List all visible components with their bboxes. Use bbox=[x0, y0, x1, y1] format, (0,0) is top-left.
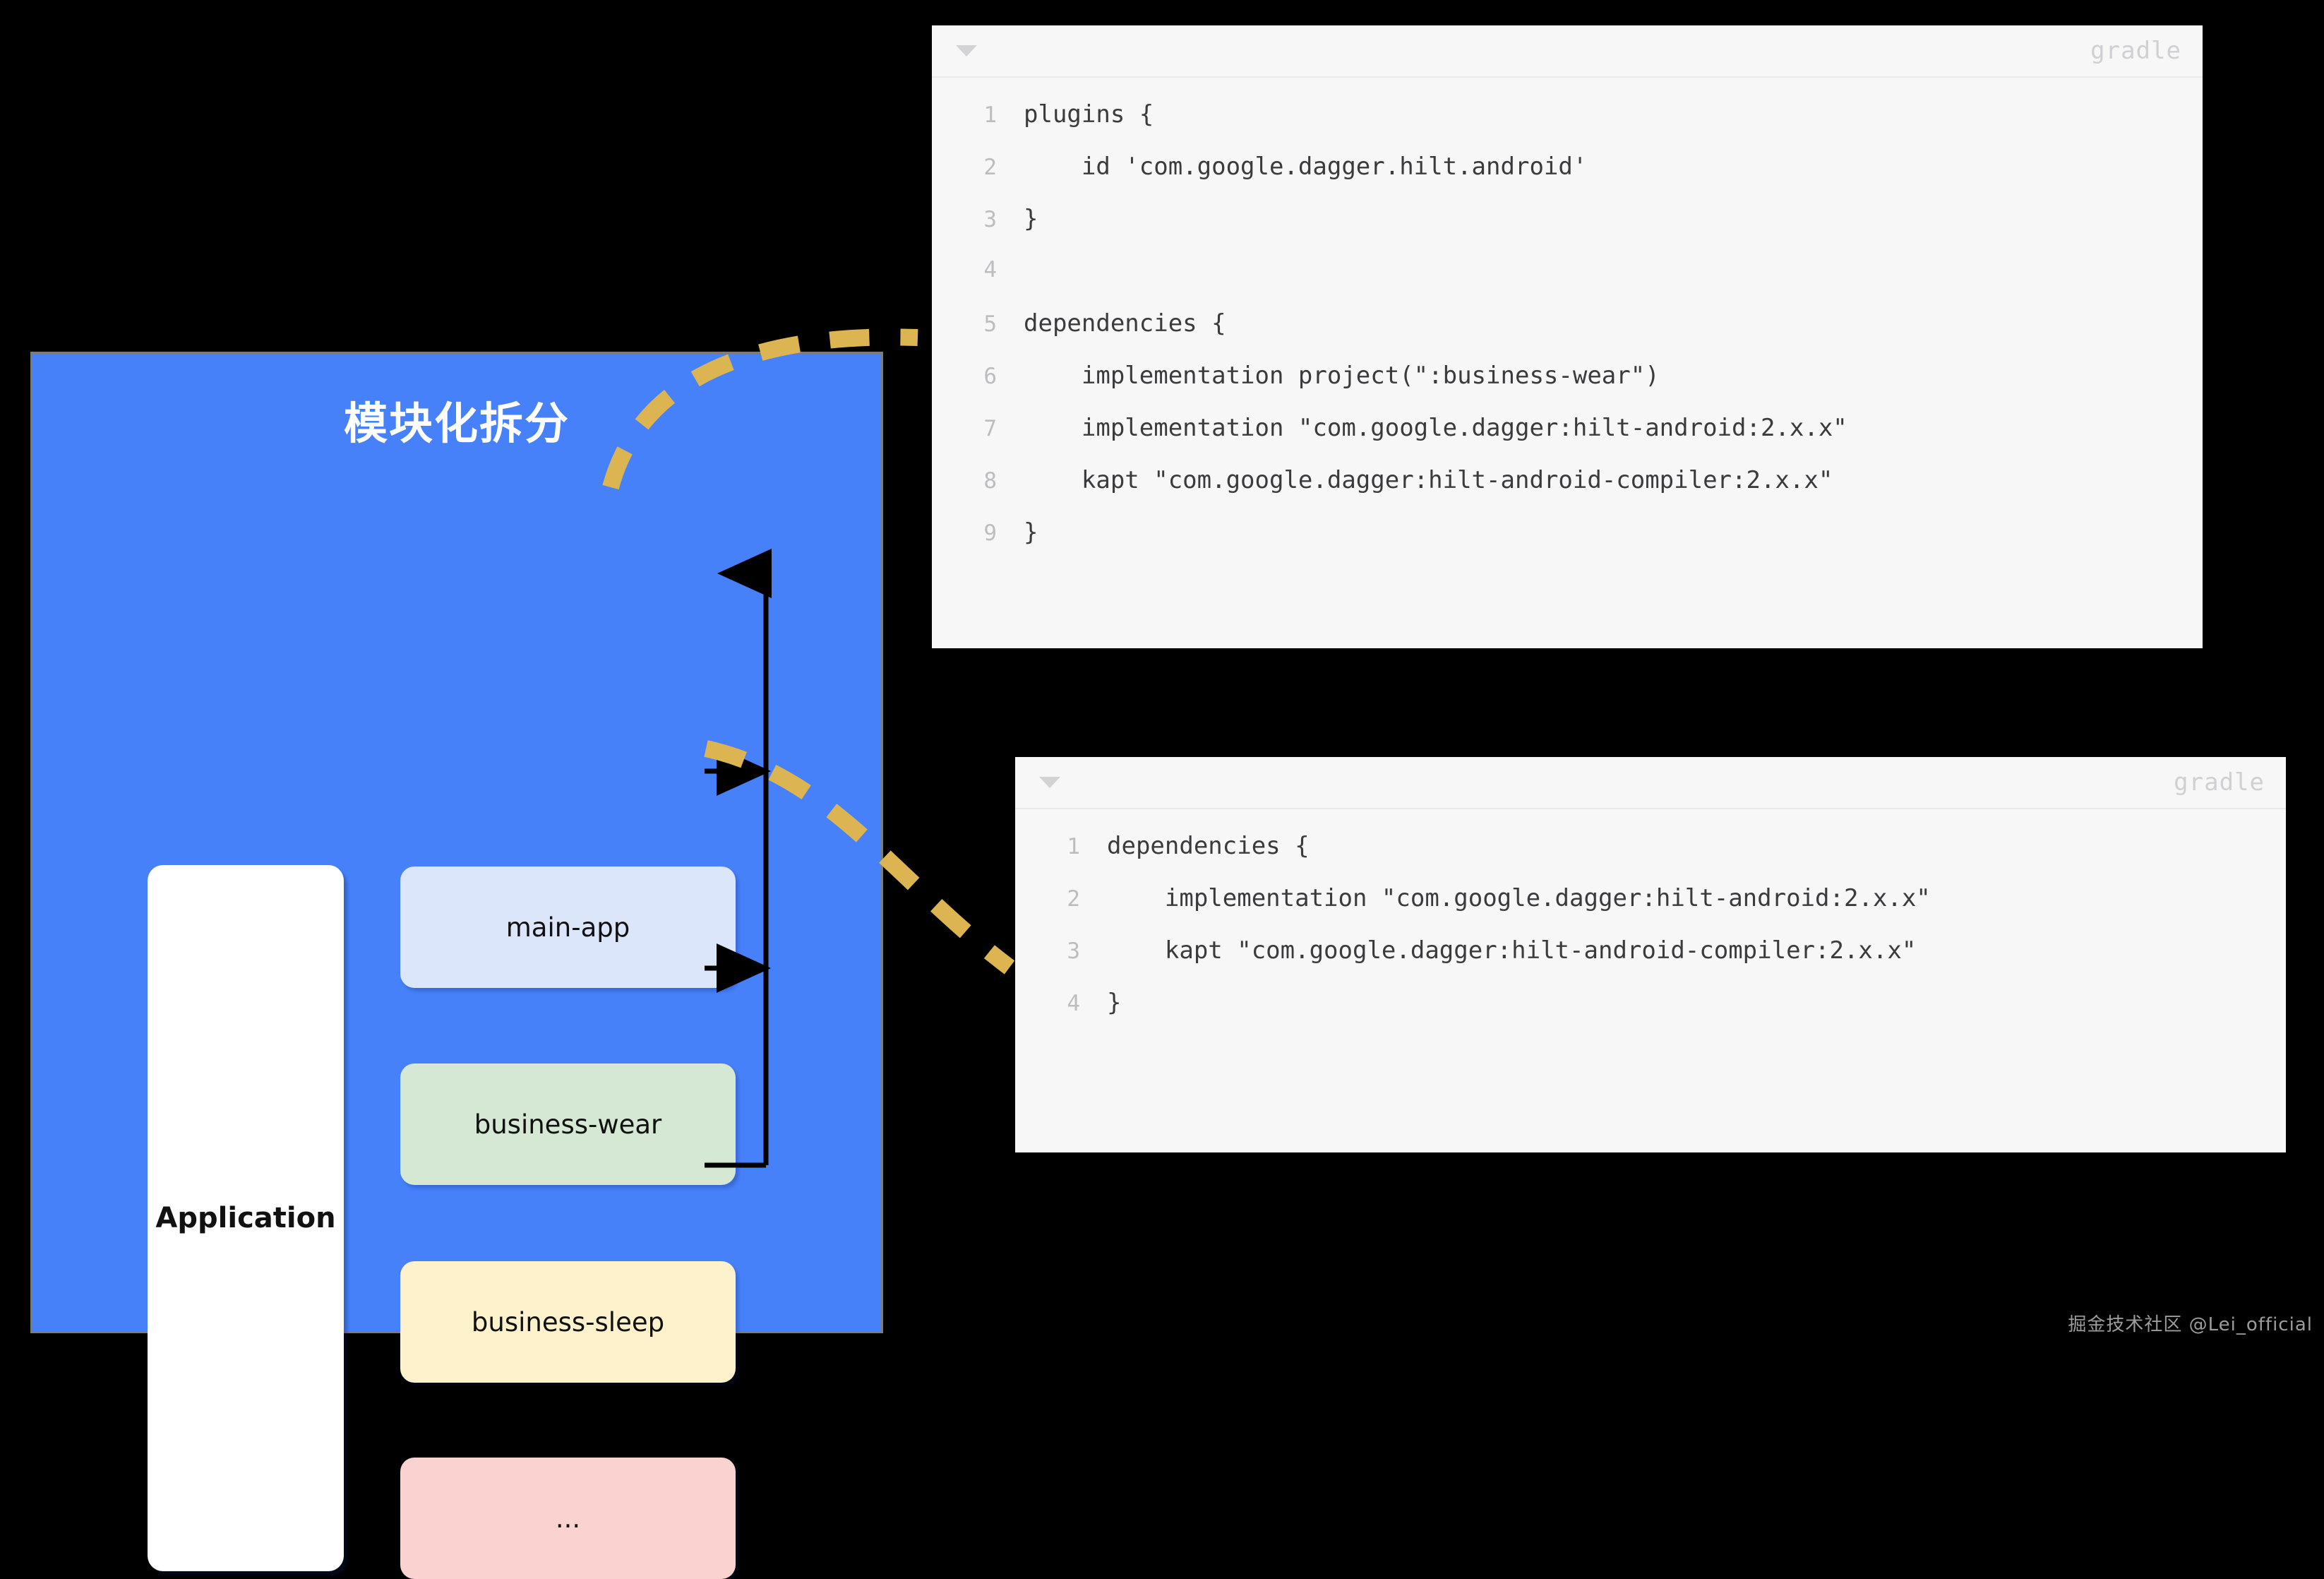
line-number: 7 bbox=[983, 416, 997, 441]
line-number: 8 bbox=[983, 468, 997, 494]
module-box-business-wear: business-wear bbox=[400, 1063, 736, 1185]
line-number: 2 bbox=[983, 155, 997, 180]
line-source: dependencies { bbox=[1107, 832, 1310, 860]
module-label: business-sleep bbox=[471, 1306, 665, 1337]
module-box-more: ... bbox=[400, 1458, 736, 1579]
module-label: ... bbox=[555, 1503, 581, 1534]
module-box-main-app: main-app bbox=[400, 866, 736, 988]
line-number: 2 bbox=[1067, 886, 1080, 912]
code-line: 4 } bbox=[1015, 989, 2286, 1041]
code-panel-surface: gradle 1 dependencies { 2 implementation… bbox=[1015, 757, 2286, 1152]
line-number: 1 bbox=[1067, 834, 1080, 859]
code-line: 2 implementation "com.google.dagger:hilt… bbox=[1015, 884, 2286, 936]
code-line: 1 dependencies { bbox=[1015, 832, 2286, 884]
module-label: main-app bbox=[505, 912, 630, 943]
code-line: 1 plugins { bbox=[932, 100, 2203, 153]
line-source: kapt "com.google.dagger:hilt-android-com… bbox=[1107, 936, 1917, 965]
line-source: id 'com.google.dagger.hilt.android' bbox=[1024, 153, 1588, 181]
triangle-down-icon[interactable] bbox=[1039, 777, 1060, 788]
code-panel-surface: gradle 1 plugins { 2 id 'com.google.dagg… bbox=[932, 25, 2203, 648]
line-source: implementation "com.google.dagger:hilt-a… bbox=[1107, 884, 1931, 912]
line-source: implementation "com.google.dagger:hilt-a… bbox=[1024, 414, 1847, 442]
code-line: 3 kapt "com.google.dagger:hilt-android-c… bbox=[1015, 936, 2286, 989]
line-source: kapt "com.google.dagger:hilt-android-com… bbox=[1024, 466, 1833, 494]
line-source: implementation project(":business-wear") bbox=[1024, 362, 1660, 390]
code-panel-header: gradle bbox=[1015, 757, 2286, 809]
line-number: 5 bbox=[983, 311, 997, 337]
modularization-diagram-panel: 模块化拆分 Application main-app business-wear… bbox=[30, 352, 883, 1579]
code-panel-header: gradle bbox=[932, 25, 2203, 78]
code-panel-gradle-main-app: gradle 1 plugins { 2 id 'com.google.dagg… bbox=[932, 25, 2203, 648]
line-number: 4 bbox=[983, 257, 997, 282]
code-line: 7 implementation "com.google.dagger:hilt… bbox=[932, 414, 2203, 466]
diagram-title: 模块化拆分 bbox=[343, 398, 570, 449]
code-body[interactable]: 1 dependencies { 2 implementation "com.g… bbox=[1015, 809, 2286, 1061]
module-label: business-wear bbox=[474, 1109, 662, 1140]
application-box: Application bbox=[148, 865, 344, 1571]
line-source: dependencies { bbox=[1024, 309, 1226, 338]
watermark: 掘金技术社区 @Lei_official bbox=[2068, 1314, 2313, 1335]
application-box-label: Application bbox=[155, 1202, 336, 1234]
code-body[interactable]: 1 plugins { 2 id 'com.google.dagger.hilt… bbox=[932, 78, 2203, 590]
module-box-business-sleep: business-sleep bbox=[400, 1261, 736, 1383]
line-number: 3 bbox=[1067, 939, 1080, 964]
triangle-down-icon[interactable] bbox=[956, 45, 977, 56]
line-number: 4 bbox=[1067, 991, 1080, 1016]
code-line: 8 kapt "com.google.dagger:hilt-android-c… bbox=[932, 466, 2203, 518]
line-number: 1 bbox=[983, 102, 997, 128]
code-line: 5 dependencies { bbox=[932, 309, 2203, 362]
line-source: } bbox=[1024, 205, 1038, 233]
code-line: 3 } bbox=[932, 205, 2203, 257]
code-panel-gradle-business-wear: gradle 1 dependencies { 2 implementation… bbox=[1015, 757, 2286, 1152]
line-source: } bbox=[1107, 989, 1122, 1017]
code-language-label: gradle bbox=[2090, 37, 2181, 65]
code-line: 6 implementation project(":business-wear… bbox=[932, 362, 2203, 414]
line-number: 6 bbox=[983, 364, 997, 389]
code-line: 4 bbox=[932, 257, 2203, 309]
code-line: 2 id 'com.google.dagger.hilt.android' bbox=[932, 153, 2203, 205]
line-source: plugins { bbox=[1024, 100, 1154, 129]
code-line: 9 } bbox=[932, 518, 2203, 571]
line-number: 3 bbox=[983, 207, 997, 232]
line-number: 9 bbox=[983, 520, 997, 546]
line-source: } bbox=[1024, 518, 1038, 547]
code-language-label: gradle bbox=[2174, 768, 2265, 797]
